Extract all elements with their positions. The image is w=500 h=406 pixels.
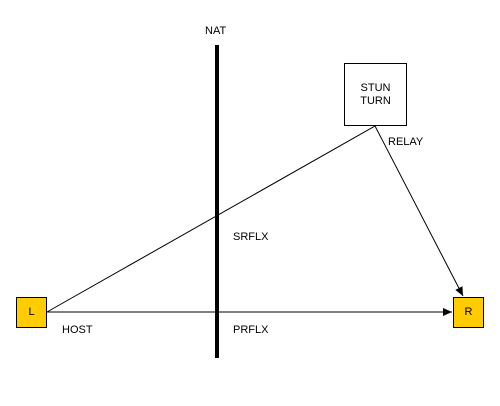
srflx-path-line bbox=[46, 125, 376, 313]
local-peer-node: L bbox=[16, 297, 47, 328]
prflx-label: PRFLX bbox=[233, 324, 269, 336]
remote-peer-node: R bbox=[453, 297, 484, 328]
relay-label: RELAY bbox=[388, 136, 424, 148]
stun-turn-server-box: STUN TURN bbox=[344, 63, 407, 126]
server-label-stun: STUN bbox=[360, 81, 391, 94]
host-label: HOST bbox=[62, 324, 93, 336]
server-label-turn: TURN bbox=[360, 94, 391, 107]
nat-label: NAT bbox=[205, 25, 227, 37]
srflx-label: SRFLX bbox=[233, 231, 269, 243]
relay-path-arrow bbox=[374, 125, 464, 297]
remote-peer-label: R bbox=[464, 306, 473, 318]
local-peer-label: L bbox=[28, 306, 35, 318]
